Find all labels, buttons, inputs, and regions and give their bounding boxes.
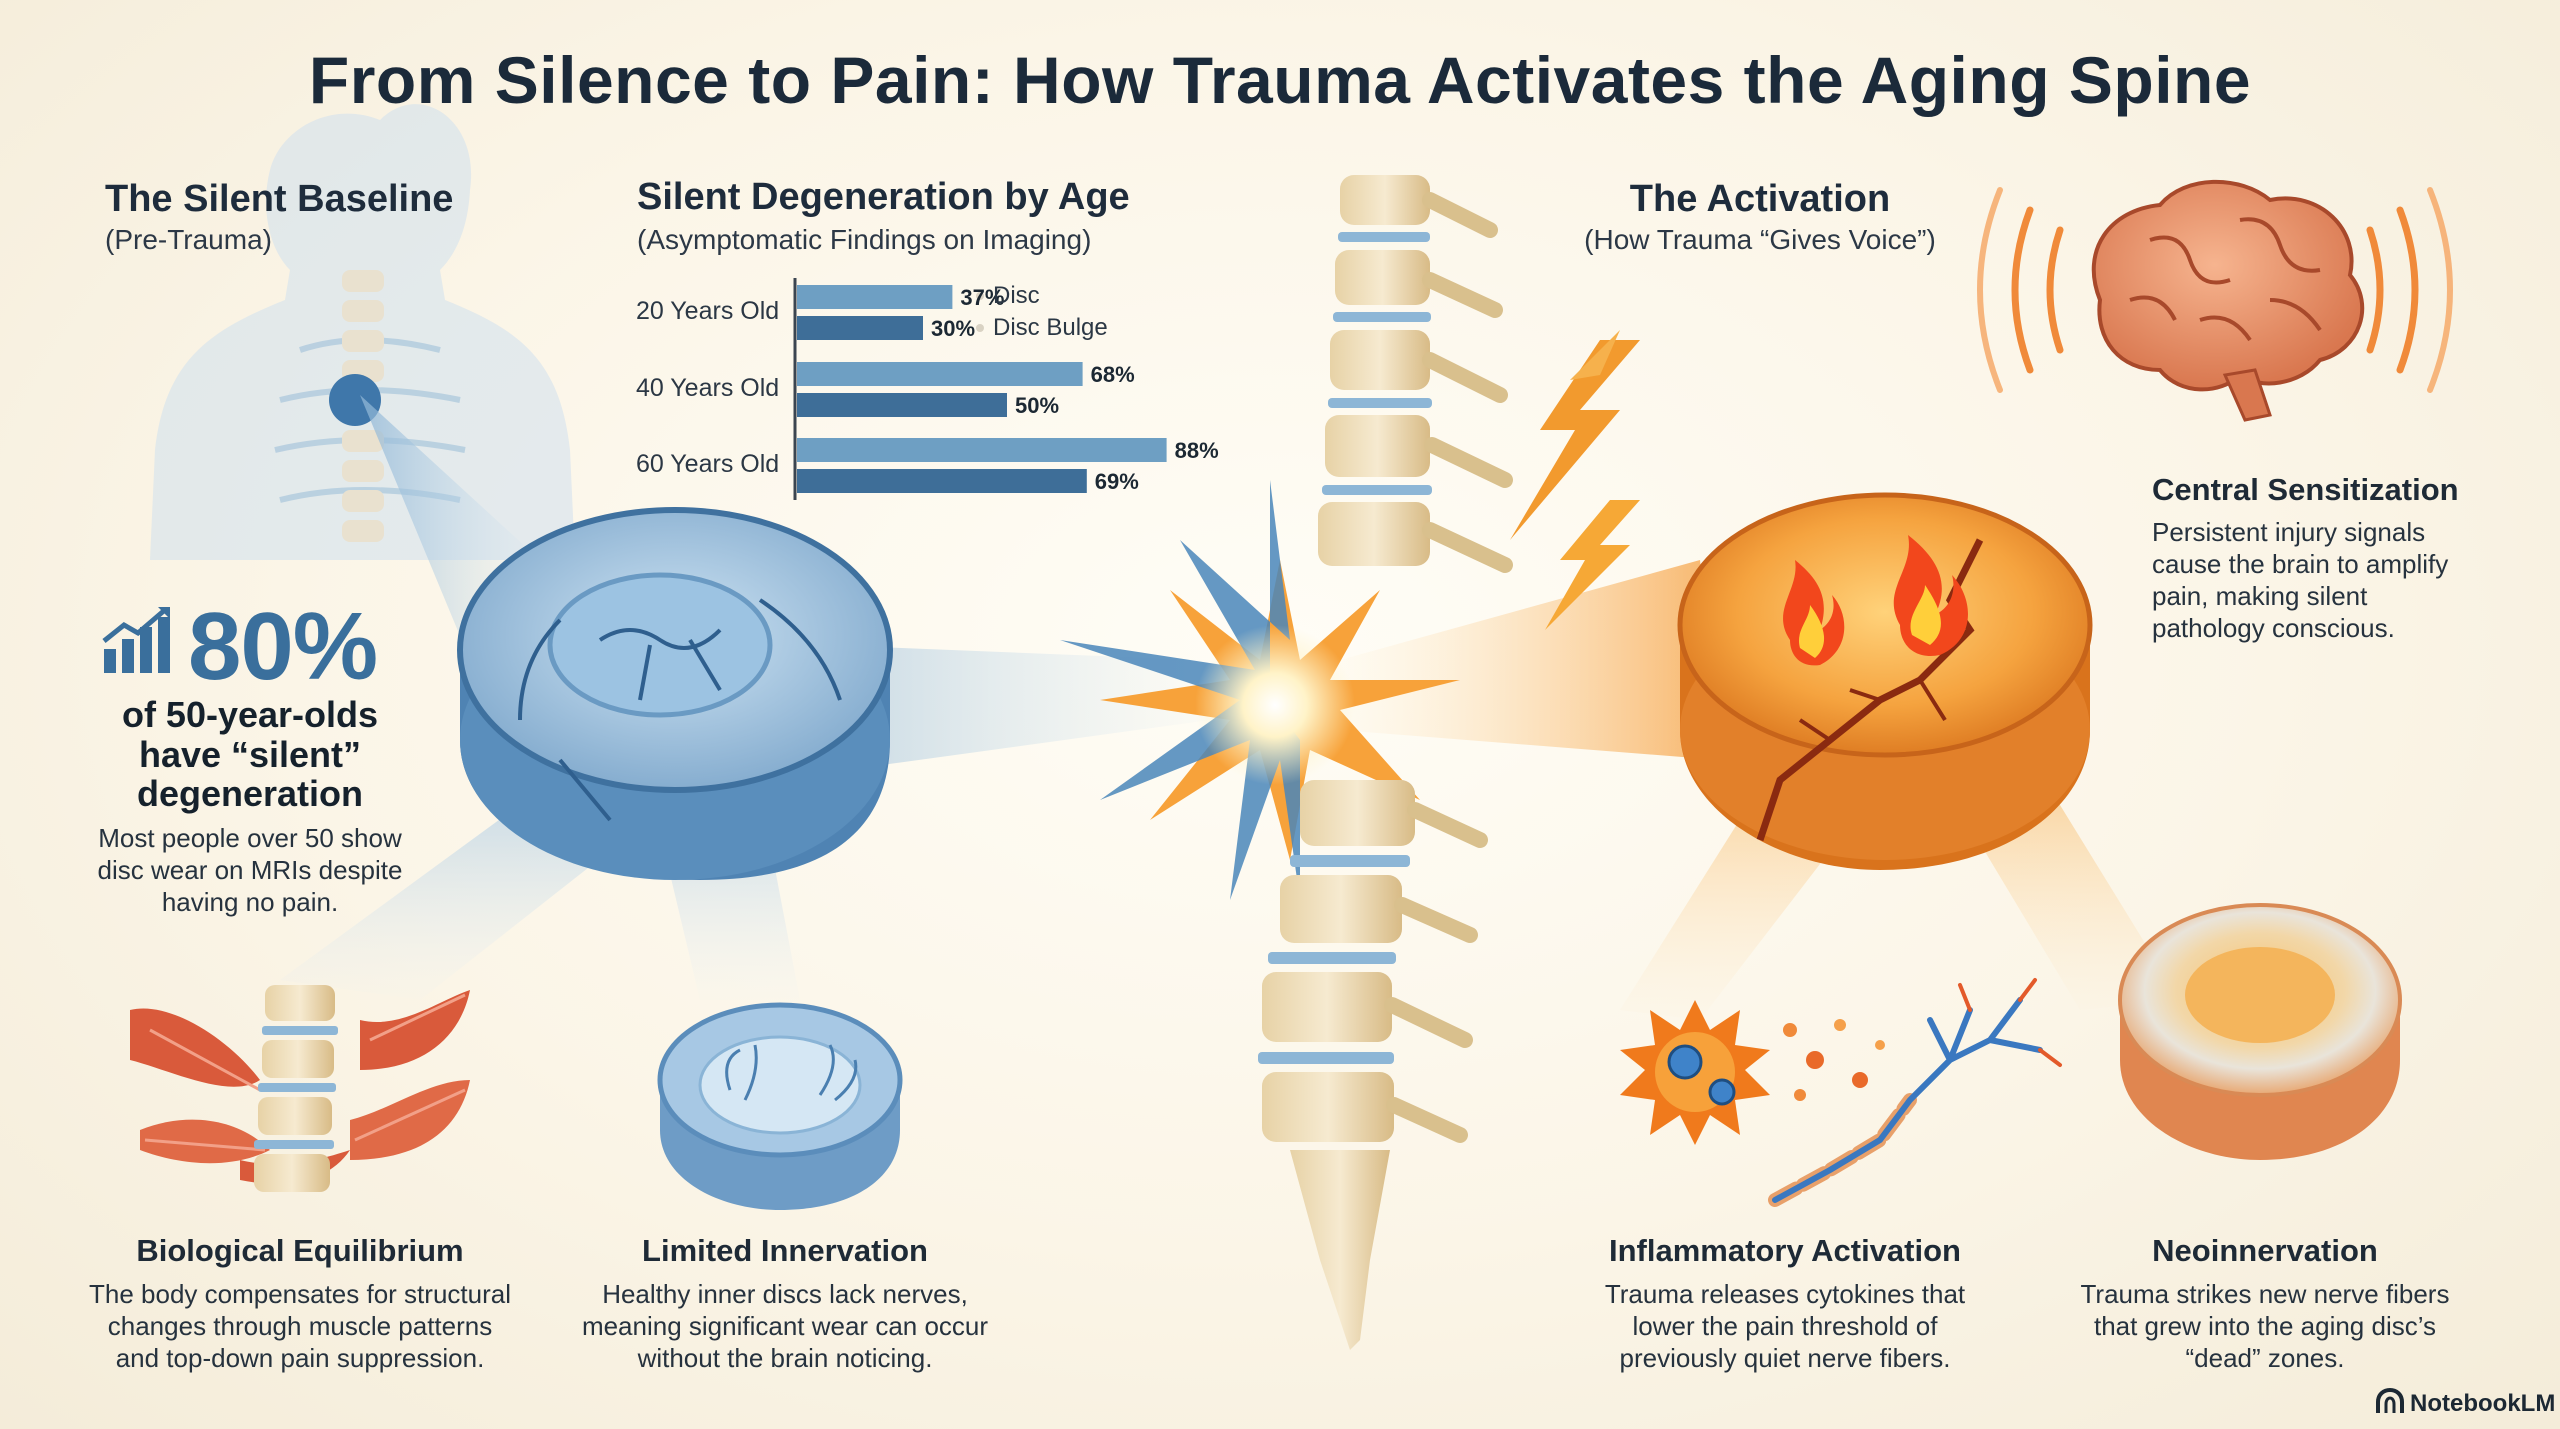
central-line-2: cause the brain to amplify — [2152, 549, 2449, 579]
flame-icon — [1783, 560, 1845, 666]
neo-line-1: Trauma strikes new nerve fibers — [2080, 1279, 2450, 1309]
activation-subheading: (How Trauma “Gives Voice”) — [1584, 224, 1936, 255]
neo-line-3: “dead” zones. — [2185, 1343, 2345, 1373]
brand-label: NotebookLM — [2410, 1390, 2556, 1417]
bar-disc-bulge — [797, 393, 1007, 417]
bar-value-label: 68% — [1090, 362, 1135, 387]
chart-category-label: 20 Years Old — [636, 297, 780, 325]
baseline-subheading: (Pre-Trauma) — [105, 224, 272, 255]
warm-beam-center — [1340, 560, 1720, 760]
bar-disc — [797, 438, 1167, 462]
innervation-line-3: without the brain noticing. — [637, 1343, 933, 1373]
stat-desc-2: disc wear on MRIs despite — [97, 855, 403, 885]
central-line-4: pathology conscious. — [2152, 613, 2395, 643]
central-line-1: Persistent injury signals — [2152, 517, 2426, 547]
legend-marker — [976, 324, 984, 332]
muscle-spine-illustration — [130, 985, 470, 1192]
healthy-disc-illustration — [657, 1002, 903, 1210]
legend-disc-bulge: Disc Bulge — [993, 314, 1108, 341]
inflammatory-line-2: lower the pain threshold of — [1632, 1311, 1938, 1341]
impact-burst — [1060, 480, 1460, 900]
age-bar-chart — [793, 278, 1167, 500]
stat-line-1: of 50-year-olds — [121, 694, 379, 735]
equilibrium-line-1: The body compensates for structural — [89, 1279, 511, 1309]
bar-disc — [797, 362, 1083, 386]
central-line-3: pain, making silent — [2152, 581, 2368, 611]
stat-desc-3: having no pain. — [161, 887, 339, 917]
notebooklm-logo-icon — [2376, 1387, 2404, 1413]
activation-heading: The Activation — [1629, 178, 1891, 220]
bar-disc — [797, 285, 953, 309]
lightning-bolts — [1510, 330, 1640, 630]
inflamed-disc — [1677, 492, 2093, 870]
chart-title: Silent Degeneration by Age — [637, 176, 1130, 218]
neo-heading: Neoinnervation — [2152, 1233, 2378, 1268]
innervation-line-2: meaning significant wear can occur — [581, 1311, 989, 1341]
degenerated-disc-large — [457, 507, 893, 880]
bar-value-label: 30% — [931, 316, 976, 341]
neo-line-2: that grew into the aging disc’s — [2093, 1311, 2437, 1341]
flame-icon — [1893, 535, 1968, 656]
legend-marker — [976, 292, 984, 300]
bar-disc-bulge — [797, 469, 1087, 493]
chart-category-label: 40 Years Old — [636, 374, 780, 402]
spine-column — [1258, 175, 1513, 1350]
equilibrium-line-2: changes through muscle patterns — [107, 1311, 493, 1341]
equilibrium-line-3: and top-down pain suppression. — [115, 1343, 485, 1373]
chart-subtitle: (Asymptomatic Findings on Imaging) — [637, 224, 1092, 255]
bar-value-label: 69% — [1094, 469, 1139, 494]
bar-disc-bulge — [797, 316, 923, 340]
inflammatory-heading: Inflammatory Activation — [1609, 1233, 1961, 1268]
inflammatory-line-1: Trauma releases cytokines that — [1604, 1279, 1966, 1309]
legend-disc: Disc — [993, 282, 1040, 309]
stat-line-3: degeneration — [136, 773, 364, 814]
bar-value-label: 37% — [960, 285, 1005, 310]
innervation-line-1: Healthy inner discs lack nerves, — [602, 1279, 968, 1309]
stat-value: 80% — [188, 593, 378, 700]
neoinnervation-disc — [2118, 903, 2402, 1160]
cytokine-nerve-illustration — [1620, 978, 2062, 1207]
chart-category-label: 60 Years Old — [636, 450, 780, 478]
stat-desc-1: Most people over 50 show — [98, 823, 402, 853]
silhouette-spine — [329, 270, 384, 542]
stat-line-2: have “silent” — [138, 734, 362, 775]
inflammatory-line-3: previously quiet nerve fibers. — [1619, 1343, 1951, 1373]
bar-value-label: 88% — [1174, 438, 1219, 463]
page-title: From Silence to Pain: How Trauma Activat… — [308, 43, 2252, 117]
brain-icon — [1977, 179, 2453, 422]
central-heading: Central Sensitization — [2152, 472, 2459, 507]
bar-value-label: 50% — [1015, 393, 1060, 418]
baseline-heading: The Silent Baseline — [105, 178, 454, 220]
equilibrium-heading: Biological Equilibrium — [136, 1233, 464, 1268]
innervation-heading: Limited Innervation — [642, 1233, 928, 1268]
growth-chart-icon — [100, 605, 172, 682]
